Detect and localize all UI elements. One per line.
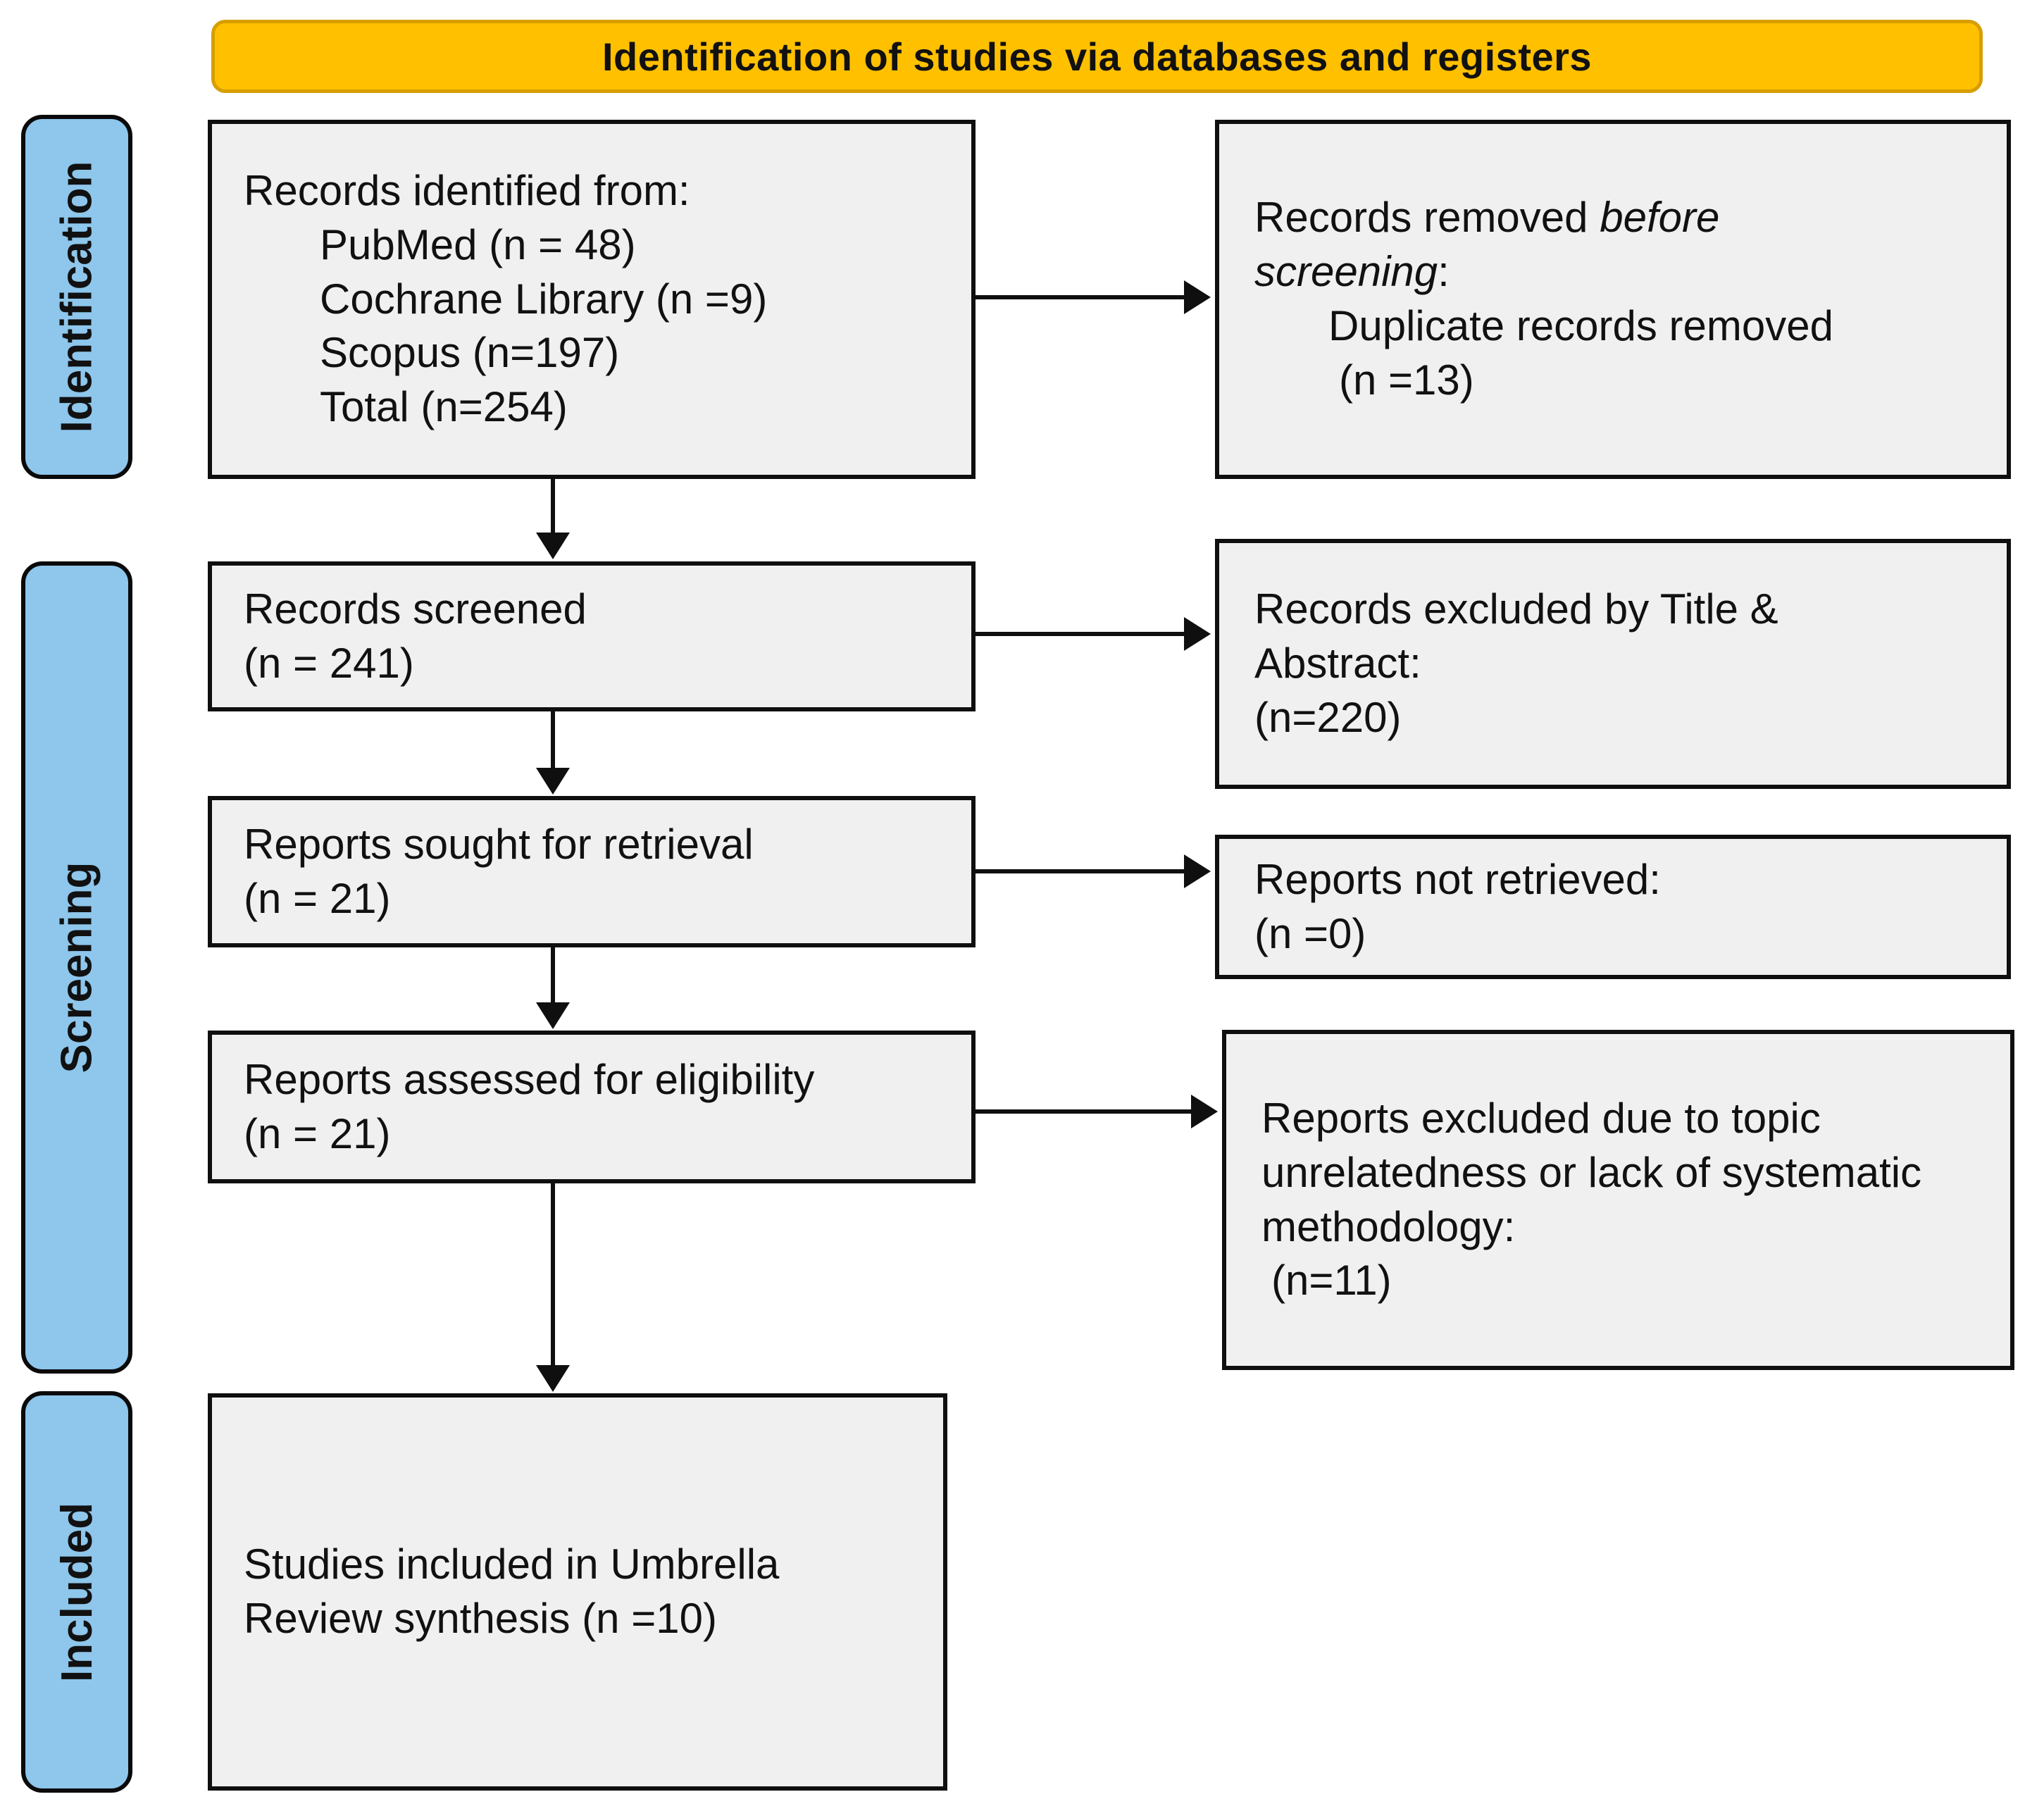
stage-screening: Screening	[21, 561, 132, 1374]
arrow-line	[551, 947, 555, 1004]
records-identified-item-cochrane: Cochrane Library (n =9)	[320, 275, 768, 323]
arrow-screened-to-sought	[536, 711, 570, 795]
records-excluded-text-1: Records excluded by Title &	[1254, 585, 1778, 633]
records-removed-line-1-italic: before	[1600, 194, 1720, 242]
arrow-head-right-icon	[1184, 617, 1211, 651]
arrow-assessed-to-included	[536, 1183, 570, 1392]
reports-not-retrieved-count: (n =0)	[1254, 909, 1366, 957]
records-removed-line-1: Records removed before	[1254, 191, 1993, 245]
records-screened-box: Records screened (n = 241)	[208, 561, 976, 711]
records-screened-text: Records screened	[244, 585, 587, 633]
reports-assessed-count: (n = 21)	[244, 1109, 391, 1157]
records-removed-line-2: screening:	[1254, 245, 1993, 299]
records-removed-line-2-normal: :	[1438, 248, 1450, 296]
arrow-identified-to-removed	[976, 280, 1211, 314]
records-excluded-text-2: Abstract:	[1254, 640, 1421, 687]
arrow-line	[976, 1109, 1192, 1114]
stage-screening-label: Screening	[52, 861, 101, 1073]
reports-excluded-topic-text-2: unrelatedness or lack of systematic	[1261, 1148, 1922, 1196]
stage-included: Included	[21, 1391, 132, 1793]
reports-sought-box: Reports sought for retrieval (n = 21)	[208, 796, 976, 947]
reports-not-retrieved-text: Reports not retrieved:	[1254, 855, 1661, 903]
records-excluded-box: Records excluded by Title & Abstract: (n…	[1215, 539, 2011, 789]
reports-not-retrieved-box: Reports not retrieved: (n =0)	[1215, 835, 2011, 979]
stage-identification: Identification	[21, 115, 132, 479]
reports-assessed-text: Reports assessed for eligibility	[244, 1055, 815, 1103]
banner-title: Identification of studies via databases …	[602, 34, 1593, 79]
records-removed-box: Records removed before screening: Duplic…	[1215, 120, 2011, 479]
studies-included-text-1: Studies included in Umbrella	[244, 1541, 780, 1588]
arrow-sought-to-not-retrieved	[976, 854, 1211, 888]
records-excluded-count: (n=220)	[1254, 693, 1402, 741]
arrow-head-right-icon	[1191, 1095, 1218, 1128]
arrow-line	[551, 711, 555, 769]
stage-identification-label: Identification	[52, 161, 101, 433]
records-identified-item-pubmed: PubMed (n = 48)	[320, 220, 636, 268]
stage-included-label: Included	[52, 1502, 101, 1682]
arrow-sought-to-assessed	[536, 947, 570, 1029]
reports-excluded-topic-count: (n=11)	[1271, 1257, 1392, 1305]
records-identified-heading: Records identified from:	[244, 167, 690, 214]
reports-assessed-box: Reports assessed for eligibility (n = 21…	[208, 1031, 976, 1183]
arrow-assessed-to-excluded-topic	[976, 1095, 1218, 1128]
arrow-screened-to-excluded	[976, 617, 1211, 651]
records-identified-item-scopus: Scopus (n=197)	[320, 329, 620, 377]
reports-excluded-topic-text-3: methodology:	[1261, 1202, 1516, 1250]
studies-included-box: Studies included in Umbrella Review synt…	[208, 1393, 947, 1791]
arrow-line	[551, 1183, 555, 1367]
arrow-head-right-icon	[1184, 854, 1211, 888]
arrow-head-down-icon	[536, 768, 570, 795]
records-removed-duplicates: Duplicate records removed	[1328, 302, 1833, 349]
arrow-line	[551, 479, 555, 534]
arrow-line	[976, 632, 1185, 636]
records-removed-count: (n =13)	[1339, 356, 1474, 404]
records-identified-box: Records identified from: PubMed (n = 48)…	[208, 120, 976, 479]
studies-included-text-2: Review synthesis (n =10)	[244, 1595, 717, 1642]
records-identified-item-total: Total (n=254)	[320, 383, 568, 431]
arrow-head-right-icon	[1184, 280, 1211, 314]
reports-sought-count: (n = 21)	[244, 874, 391, 922]
records-screened-count: (n = 241)	[244, 639, 414, 687]
reports-excluded-topic-box: Reports excluded due to topic unrelatedn…	[1222, 1030, 2014, 1370]
arrow-line	[976, 869, 1185, 873]
banner: Identification of studies via databases …	[211, 20, 1983, 93]
arrow-line	[976, 295, 1185, 299]
records-removed-line-1-normal: Records removed	[1254, 194, 1600, 242]
records-removed-line-2-italic: screening	[1254, 248, 1438, 296]
arrow-head-down-icon	[536, 533, 570, 559]
reports-sought-text: Reports sought for retrieval	[244, 820, 754, 868]
arrow-head-down-icon	[536, 1002, 570, 1029]
reports-excluded-topic-text-1: Reports excluded due to topic	[1261, 1094, 1821, 1142]
arrow-identified-to-screened	[536, 479, 570, 559]
arrow-head-down-icon	[536, 1365, 570, 1392]
